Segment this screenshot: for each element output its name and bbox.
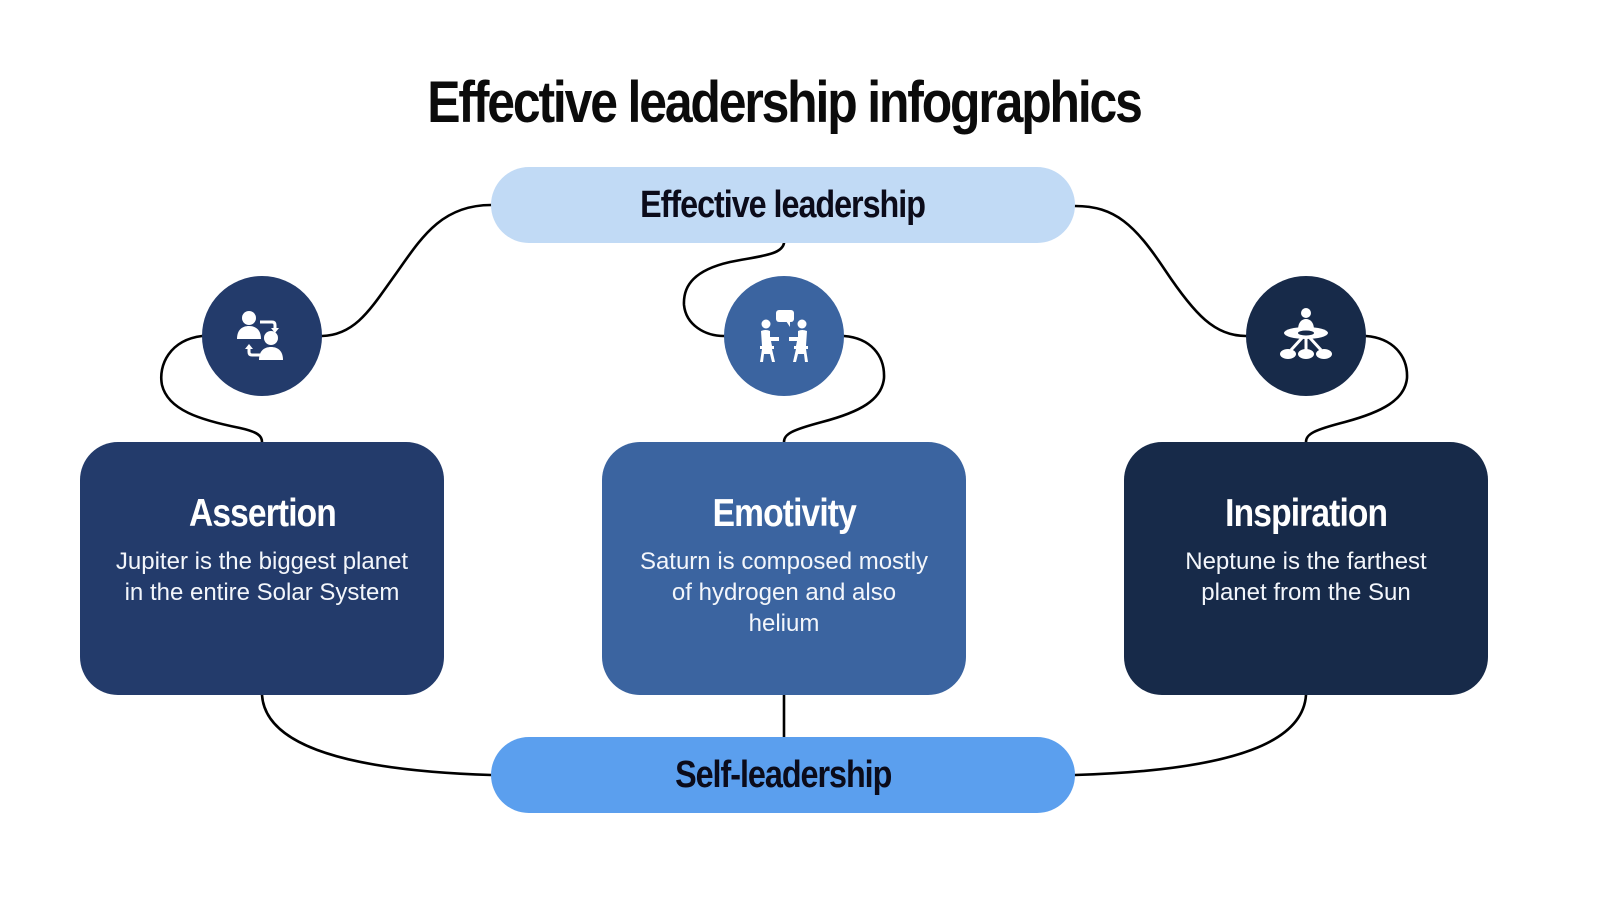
connector-assertion-to-self (260, 693, 493, 777)
card-description: Neptune is the farthest planet from the … (1185, 548, 1427, 606)
effective-leadership-pill: Effective leadership (491, 167, 1075, 243)
leader-network-icon (1280, 308, 1332, 359)
assertion-icon-circle (202, 276, 322, 396)
connector-top-to-inspiration (1073, 204, 1248, 338)
card-description: Jupiter is the biggest planet in the ent… (115, 548, 409, 606)
inspiration-card: Inspiration Neptune is the farthest plan… (1124, 442, 1488, 695)
connector-top-to-assertion (320, 203, 493, 338)
emotivity-icon-circle (724, 276, 844, 396)
card-title: Assertion (188, 492, 337, 535)
connector-assertion-icon-to-card (159, 334, 264, 444)
card-title: Inspiration (1225, 492, 1388, 535)
connector-inspiration-to-self (1073, 693, 1308, 777)
inspiration-icon-circle (1246, 276, 1366, 396)
emotivity-card: Emotivity Saturn is composed mostly of h… (602, 442, 966, 695)
self-leadership-label: Self-leadership (674, 753, 892, 796)
connector-inspiration-icon-to-card (1304, 334, 1409, 444)
connector-emotivity-icon-to-card (782, 334, 886, 444)
connector-top-to-emotivity (682, 241, 786, 338)
card-title: Emotivity (712, 492, 856, 535)
conversation-chairs-icon (760, 310, 808, 362)
assertion-card: Assertion Jupiter is the biggest planet … (80, 442, 444, 695)
effective-leadership-label: Effective leadership (640, 183, 927, 226)
people-exchange-icon (237, 311, 283, 360)
page-title: Effective leadership infographics (427, 70, 1143, 135)
self-leadership-pill: Self-leadership (491, 737, 1075, 813)
card-description: Saturn is composed mostly of hydrogen an… (639, 548, 929, 637)
